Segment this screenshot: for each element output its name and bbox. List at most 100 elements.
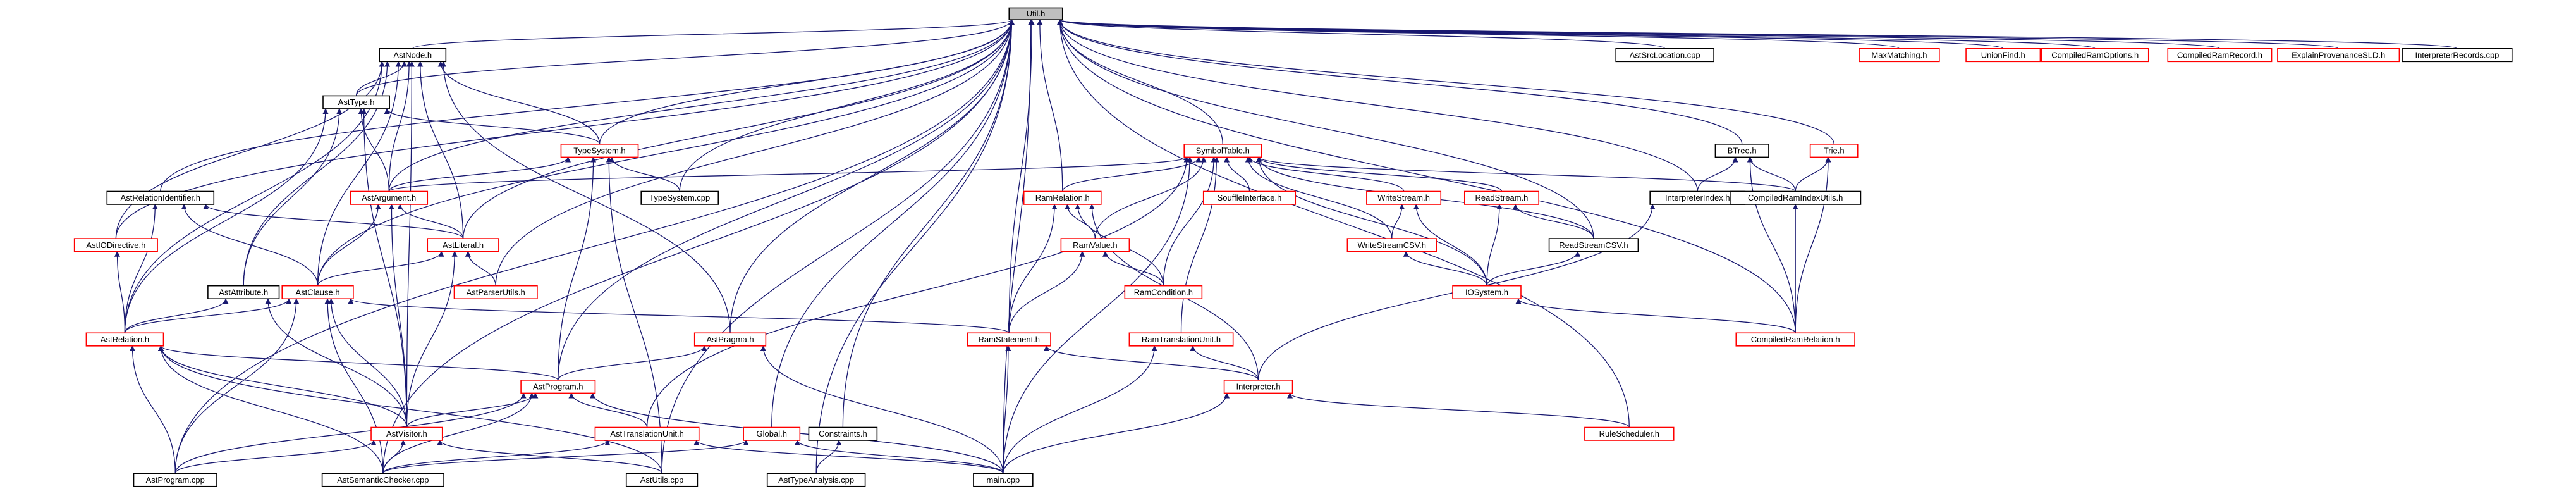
node-label: main.cpp	[987, 475, 1020, 485]
edge-astprogramcpp-to-util	[174, 19, 1015, 474]
edge-interpreter-to-ramtu	[1190, 345, 1259, 380]
edge-ramcondition-to-ramvalue	[1102, 251, 1164, 286]
node-readstream[interactable]: ReadStream.h	[1463, 190, 1539, 205]
node-ramrelation[interactable]: RamRelation.h	[1023, 190, 1102, 205]
edge-ramrelation-to-symboltable	[1062, 156, 1202, 192]
node-writestreamcsv[interactable]: WriteStreamCSV.h	[1346, 238, 1437, 252]
node-astsrclocation[interactable]: AstSrcLocation.cpp	[1615, 48, 1714, 63]
node-constraints[interactable]: Constraints.h	[808, 426, 878, 441]
edge-astiodir-to-util	[115, 19, 1015, 239]
node-ramcondition[interactable]: RamCondition.h	[1124, 285, 1203, 299]
node-iosystem[interactable]: IOSystem.h	[1452, 285, 1522, 299]
edge-astliteral-to-astrelid	[203, 204, 464, 239]
node-soufleinterface[interactable]: SouffleInterface.h	[1202, 190, 1297, 205]
node-compiledramrelation[interactable]: CompiledRamRelation.h	[1735, 332, 1855, 347]
node-label: AstType.h	[338, 97, 375, 107]
node-box	[1548, 238, 1639, 252]
node-box	[1223, 380, 1293, 394]
node-label: AstNode.h	[393, 51, 432, 60]
edge-astprogram-to-astpragma	[558, 345, 707, 381]
node-box	[1202, 190, 1297, 205]
node-maxmatching[interactable]: MaxMatching.h	[1859, 48, 1940, 63]
edge-maincpp-to-util	[1003, 19, 1034, 474]
node-astrelation[interactable]: AstRelation.h	[85, 332, 164, 347]
edge-iosystem-to-readstreamcsv	[1486, 251, 1581, 286]
node-ramtu[interactable]: RamTranslationUnit.h	[1128, 332, 1234, 347]
node-box	[73, 238, 158, 252]
node-astliteral[interactable]: AstLiteral.h	[427, 238, 499, 252]
node-interpreterindex[interactable]: InterpreterIndex.h	[1649, 190, 1746, 205]
edge-astutilscpp-to-util	[661, 19, 1015, 474]
node-box	[766, 473, 866, 487]
node-label: BTree.h	[1728, 146, 1757, 156]
node-asttypeanalysis[interactable]: AstTypeAnalysis.cpp	[766, 473, 866, 487]
edge-readstreamcsv-to-readstream	[1512, 204, 1594, 239]
node-label: AstTypeAnalysis.cpp	[778, 475, 854, 485]
edge-compiledramindexutils-to-btree	[1747, 156, 1796, 192]
node-astprogramcpp[interactable]: AstProgram.cpp	[133, 473, 217, 487]
node-box	[1060, 238, 1130, 252]
node-unionfind[interactable]: UnionFind.h	[1965, 48, 2041, 63]
node-astpragma[interactable]: AstPragma.h	[693, 332, 767, 347]
node-box	[640, 190, 719, 205]
node-compiledramindexutils[interactable]: CompiledRamIndexUtils.h	[1730, 190, 1862, 205]
node-astparserutils[interactable]: AstParserUtils.h	[453, 285, 538, 299]
node-label: RamStatement.h	[978, 335, 1040, 344]
node-astrelid[interactable]: AstRelationIdentifier.h	[106, 190, 215, 205]
node-ramstatement[interactable]: RamStatement.h	[967, 332, 1051, 347]
node-readstreamcsv[interactable]: ReadStreamCSV.h	[1548, 238, 1639, 252]
node-compiledramrecord[interactable]: CompiledRamRecord.h	[2167, 48, 2273, 63]
edge-astprogramcpp-to-astprogram	[174, 392, 527, 474]
node-trie[interactable]: Trie.h	[1809, 144, 1859, 158]
node-global[interactable]: Global.h	[743, 426, 801, 441]
node-box	[967, 332, 1051, 347]
edge-explainprovenance-to-util	[1057, 19, 2339, 49]
node-box	[520, 380, 596, 394]
edge-iosystem-to-readstream	[1486, 204, 1503, 286]
node-astargument[interactable]: AstArgument.h	[350, 190, 429, 205]
node-astiodir[interactable]: AstIODirective.h	[73, 238, 158, 252]
node-label: AstRelationIdentifier.h	[121, 193, 200, 202]
node-astsemantic[interactable]: AstSemanticChecker.cpp	[321, 473, 444, 487]
node-box	[207, 285, 280, 299]
node-writestream[interactable]: WriteStream.h	[1366, 190, 1442, 205]
node-box	[973, 473, 1034, 487]
node-box	[350, 190, 429, 205]
node-astutilscpp[interactable]: AstUtils.cpp	[625, 473, 699, 487]
node-label: RamValue.h	[1073, 240, 1118, 250]
node-astnode[interactable]: AstNode.h	[379, 48, 447, 63]
edge-astargument-to-astnode	[388, 61, 412, 192]
node-ramvalue[interactable]: RamValue.h	[1060, 238, 1130, 252]
node-typesystemcpp[interactable]: TypeSystem.cpp	[640, 190, 719, 205]
node-asttu[interactable]: AstTranslationUnit.h	[594, 426, 700, 441]
edge-maincpp-to-global	[794, 440, 1004, 474]
node-astclause[interactable]: AstClause.h	[281, 285, 354, 299]
nodes-layer: Util.hAstNode.hAstType.hTypeSystem.hType…	[73, 7, 2513, 487]
node-interpreter[interactable]: Interpreter.h	[1223, 380, 1293, 394]
edge-compiledramrelation-to-iosystem	[1515, 298, 1796, 333]
node-astvisitor[interactable]: AstVisitor.h	[370, 426, 443, 441]
node-label: Interpreter.h	[1236, 382, 1281, 392]
node-astprogram[interactable]: AstProgram.h	[520, 380, 596, 394]
edge-astsemantic-to-asttu	[382, 440, 611, 474]
node-astattribute[interactable]: AstAttribute.h	[207, 285, 280, 299]
node-asttype[interactable]: AstType.h	[322, 95, 390, 109]
edge-compiledramrecord-to-util	[1057, 19, 2221, 49]
edge-maincpp-to-astpragma	[760, 345, 1004, 474]
node-interpreterrecords[interactable]: InterpreterRecords.cpp	[2402, 48, 2513, 63]
node-typesystem[interactable]: TypeSystem.h	[560, 144, 639, 158]
node-label: AstLiteral.h	[443, 240, 484, 250]
edge-soufleinterface-to-symboltable	[1224, 156, 1250, 192]
node-label: AstSemanticChecker.cpp	[337, 475, 429, 485]
edge-astargument-to-asttype	[358, 108, 389, 192]
node-rulescheduler[interactable]: RuleScheduler.h	[1584, 426, 1675, 441]
node-label: AstVisitor.h	[386, 429, 427, 438]
node-label: AstUtils.cpp	[640, 475, 684, 485]
node-symboltable[interactable]: SymbolTable.h	[1183, 144, 1262, 158]
node-maincpp[interactable]: main.cpp	[973, 473, 1034, 487]
node-explainprovenance[interactable]: ExplainProvenanceSLD.h	[2277, 48, 2400, 63]
node-compiledramoptions[interactable]: CompiledRamOptions.h	[2041, 48, 2149, 63]
node-util[interactable]: Util.h	[1008, 7, 1063, 20]
edge-compiledramrelation-to-trie	[1795, 156, 1831, 333]
node-btree[interactable]: BTree.h	[1714, 144, 1769, 158]
